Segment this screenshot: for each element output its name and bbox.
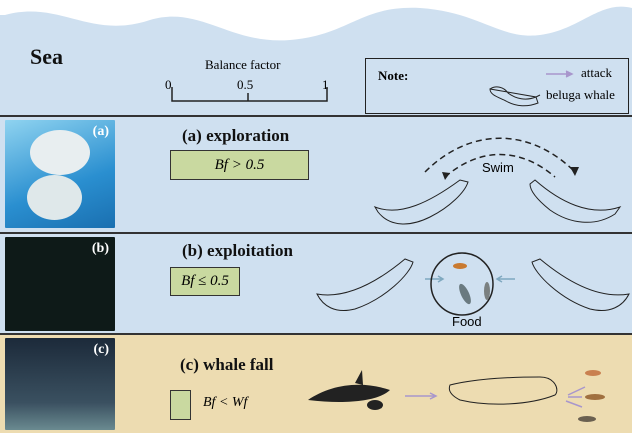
photo-tag: (b) — [91, 241, 109, 256]
swim-label: Swim — [482, 160, 514, 175]
photo-tag: (c) — [93, 342, 109, 357]
condition-box — [170, 390, 191, 420]
divider — [0, 333, 632, 335]
divider — [0, 115, 632, 117]
scale-tick-05: 0.5 — [237, 77, 254, 92]
photo-tag: (a) — [92, 124, 109, 139]
section-exploration: (a) (a) exploration Bf > 0.5 Swim — [0, 117, 632, 232]
section-title: (a) exploration — [182, 126, 290, 145]
condition-box: Bf ≤ 0.5 — [170, 267, 240, 296]
section-title: (b) exploitation — [182, 241, 293, 260]
scale-tick-1: 1 — [322, 77, 329, 92]
section-whale-fall: (c) (c) whale fall Bf < Wf — [0, 335, 632, 433]
sea-label: Sea — [30, 44, 63, 69]
beluga-photo-a: (a) — [5, 120, 115, 228]
section-exploitation: (b) (b) exploitation Bf ≤ 0.5 Food — [0, 234, 632, 333]
beluga-whale-icon — [489, 86, 541, 107]
attack-arrow-icon — [546, 70, 574, 78]
beluga-shape — [30, 130, 90, 175]
scale-title: Balance factor — [205, 57, 281, 72]
note-box: Note: attack beluga whale — [365, 58, 629, 114]
whale-fall-illustration — [308, 370, 605, 422]
section-title: (c) whale fall — [180, 355, 274, 374]
beluga-photo-b: (b) — [5, 237, 115, 331]
whale-fall-photo-c: (c) — [5, 338, 115, 430]
beluga-whale-label: beluga whale — [546, 87, 615, 102]
beluga-shape — [27, 175, 82, 220]
swim-illustration — [373, 137, 622, 225]
divider — [0, 232, 632, 234]
note-title: Note: — [378, 68, 409, 83]
balance-scale — [171, 87, 328, 102]
food-illustration — [316, 252, 630, 316]
condition-box: Bf > 0.5 — [170, 150, 309, 180]
attack-label: attack — [581, 65, 613, 80]
food-label: Food — [452, 314, 482, 329]
scale-tick-0: 0 — [165, 77, 172, 92]
condition-label: Bf < Wf — [203, 395, 248, 410]
sea-wave — [0, 6, 632, 116]
